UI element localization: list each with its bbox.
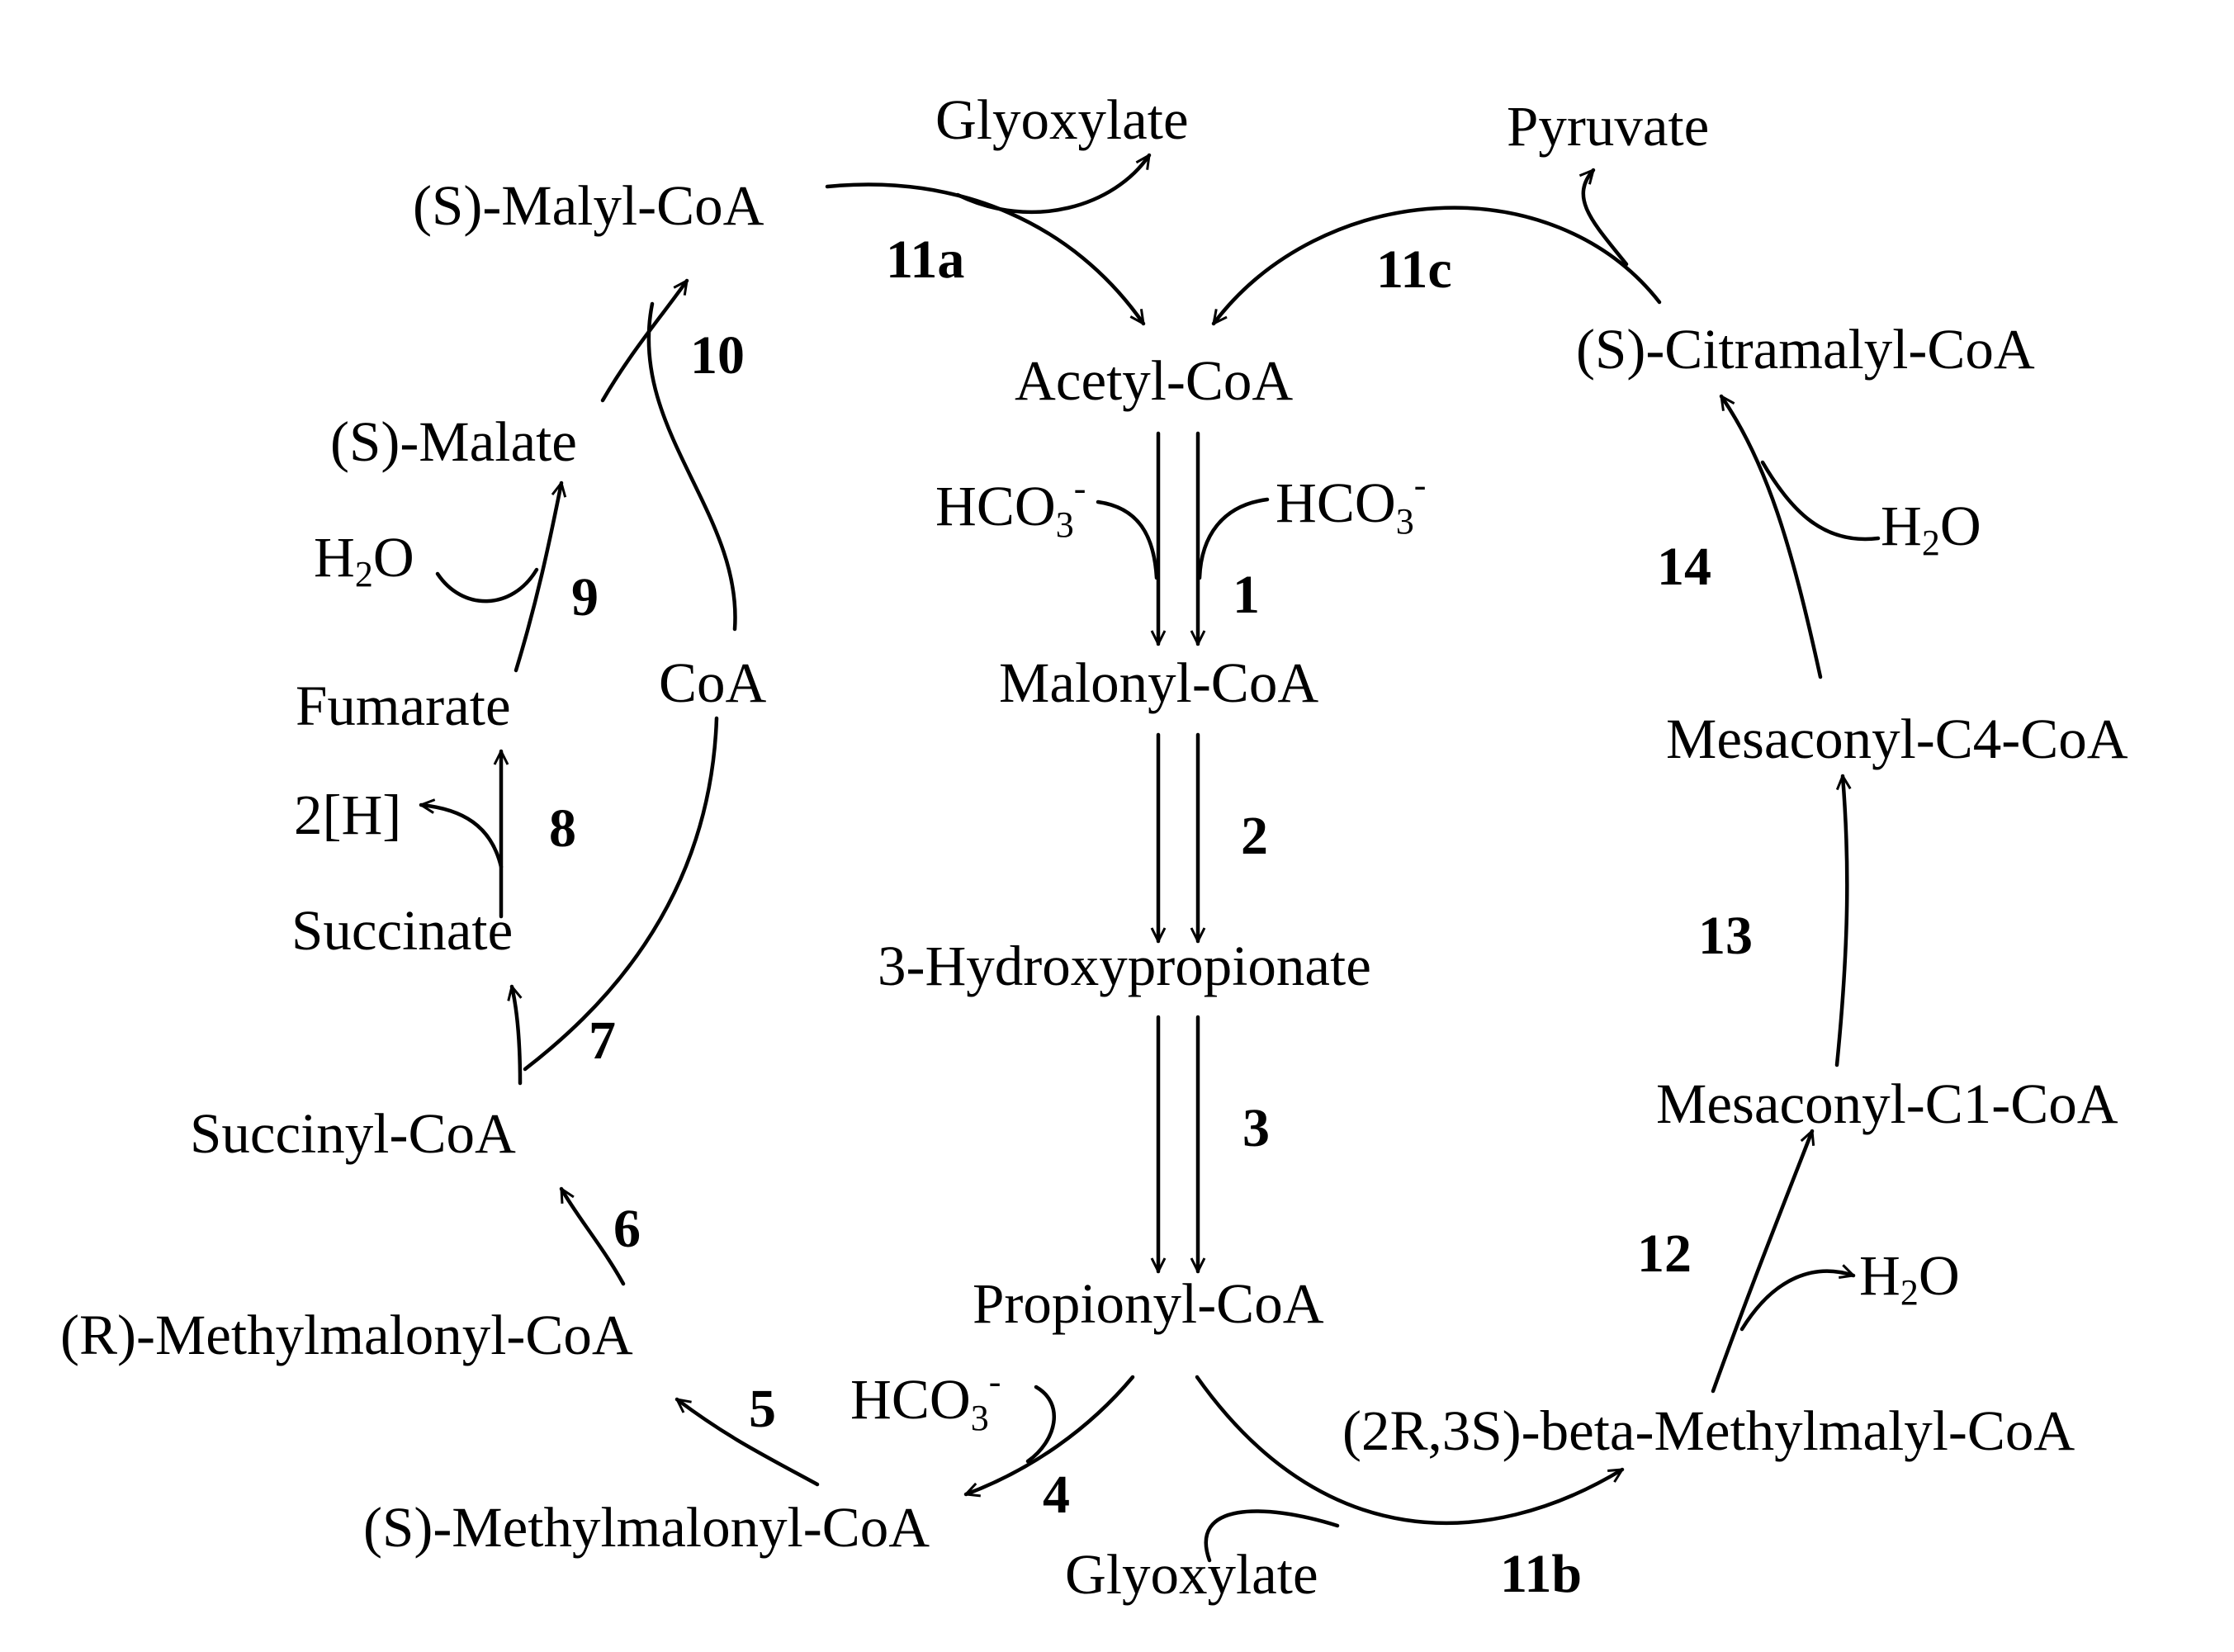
arrow-9	[514, 483, 561, 673]
arrow-11b	[1195, 1375, 1622, 1525]
arrow-11a-glyoxylate	[955, 155, 1152, 215]
step-labels: 1 2 3 4 5 6 7 8 9 10 11a 11b 11c 12 13 1…	[549, 230, 1753, 1604]
node-malate: (S)-Malate	[330, 410, 577, 473]
node-malyl-coa: (S)-Malyl-CoA	[413, 174, 764, 237]
node-acetyl-coa: Acetyl-CoA	[1015, 349, 1293, 412]
arrow-12-h2o	[1739, 1271, 1853, 1332]
step-13: 13	[1698, 906, 1753, 966]
arrow-10	[600, 281, 689, 403]
step-3: 3	[1242, 1098, 1270, 1158]
arrow-14-h2o	[1760, 460, 1881, 542]
step-11b: 11b	[1500, 1544, 1582, 1604]
arrow-11c	[1211, 206, 1662, 324]
arrow-7-coa	[523, 716, 719, 1072]
step-5: 5	[749, 1379, 776, 1439]
node-3-hydroxypropionate: 3-Hydroxypropionate	[878, 935, 1371, 997]
arrow-1-hco3-right	[1197, 497, 1270, 580]
arrow-8-2h	[421, 805, 504, 869]
node-succinyl-coa: Succinyl-CoA	[190, 1102, 516, 1165]
node-glyoxylate-top: Glyoxylate	[935, 88, 1189, 151]
h2o-step12: H2O	[1859, 1244, 1960, 1313]
metabolite-labels: (S)-Malyl-CoA Glyoxylate Pyruvate Acetyl…	[60, 88, 2128, 1606]
step-6: 6	[613, 1199, 641, 1259]
hco3-step1-left: HCO3-	[935, 468, 1086, 545]
arrow-11a	[825, 182, 1146, 324]
arrow-12	[1711, 1131, 1812, 1394]
arrow-10-coa	[646, 301, 737, 632]
step-11c: 11c	[1376, 239, 1452, 300]
node-mesaconyl-c1-coa: Mesaconyl-C1-CoA	[1656, 1072, 2118, 1135]
cosubstrate-labels: HCO3- HCO3- HCO3- H2O H2O H2O	[314, 465, 1981, 1438]
arrow-4	[966, 1375, 1135, 1494]
step-9: 9	[571, 567, 599, 627]
step-11a: 11a	[886, 230, 964, 290]
step-10: 10	[690, 325, 745, 386]
reaction-arrows	[421, 155, 1881, 1563]
arrow-11b-glyoxylate	[1204, 1509, 1340, 1563]
node-coa: CoA	[659, 651, 767, 714]
node-mesaconyl-c4-coa: Mesaconyl-C4-CoA	[1666, 708, 2128, 770]
step-2: 2	[1241, 806, 1268, 866]
step-8: 8	[549, 798, 576, 859]
node-s-methylmalonyl-coa: (S)-Methylmalonyl-CoA	[363, 1496, 930, 1559]
node-citramalyl-coa: (S)-Citramalyl-CoA	[1576, 318, 2035, 381]
arrow-13	[1834, 776, 1847, 1067]
h2o-step14: H2O	[1881, 495, 1981, 563]
arrow-9-h2o	[435, 567, 539, 604]
node-fumarate: Fumarate	[296, 675, 511, 737]
step-1: 1	[1233, 565, 1260, 625]
node-glyoxylate-bottom: Glyoxylate	[1065, 1543, 1318, 1606]
step-12: 12	[1637, 1224, 1692, 1284]
node-2h: 2[H]	[294, 783, 401, 846]
arrow-14	[1719, 396, 1823, 679]
node-propionyl-coa: Propionyl-CoA	[973, 1272, 1324, 1335]
hco3-step1-right: HCO3-	[1276, 465, 1426, 542]
arrow-5	[677, 1397, 820, 1487]
node-succinate: Succinate	[291, 899, 513, 962]
arrow-6	[559, 1189, 626, 1286]
node-beta-methylmalyl-coa: (2R,3S)-beta-Methylmalyl-CoA	[1342, 1399, 2075, 1462]
arrow-4-hco3	[1025, 1385, 1057, 1464]
arrow-7	[512, 987, 520, 1086]
arrow-1-hco3-left	[1096, 499, 1159, 580]
step-7: 7	[589, 1011, 616, 1071]
step-4: 4	[1043, 1465, 1070, 1525]
node-pyruvate: Pyruvate	[1507, 95, 1709, 158]
node-r-methylmalonyl-coa: (R)-Methylmalonyl-CoA	[60, 1304, 633, 1366]
arrow-11c-pyruvate	[1583, 170, 1629, 267]
hco3-step4: HCO3-	[850, 1361, 1001, 1438]
node-malonyl-coa: Malonyl-CoA	[999, 651, 1318, 714]
h2o-step9: H2O	[314, 526, 414, 594]
step-14: 14	[1657, 537, 1711, 597]
